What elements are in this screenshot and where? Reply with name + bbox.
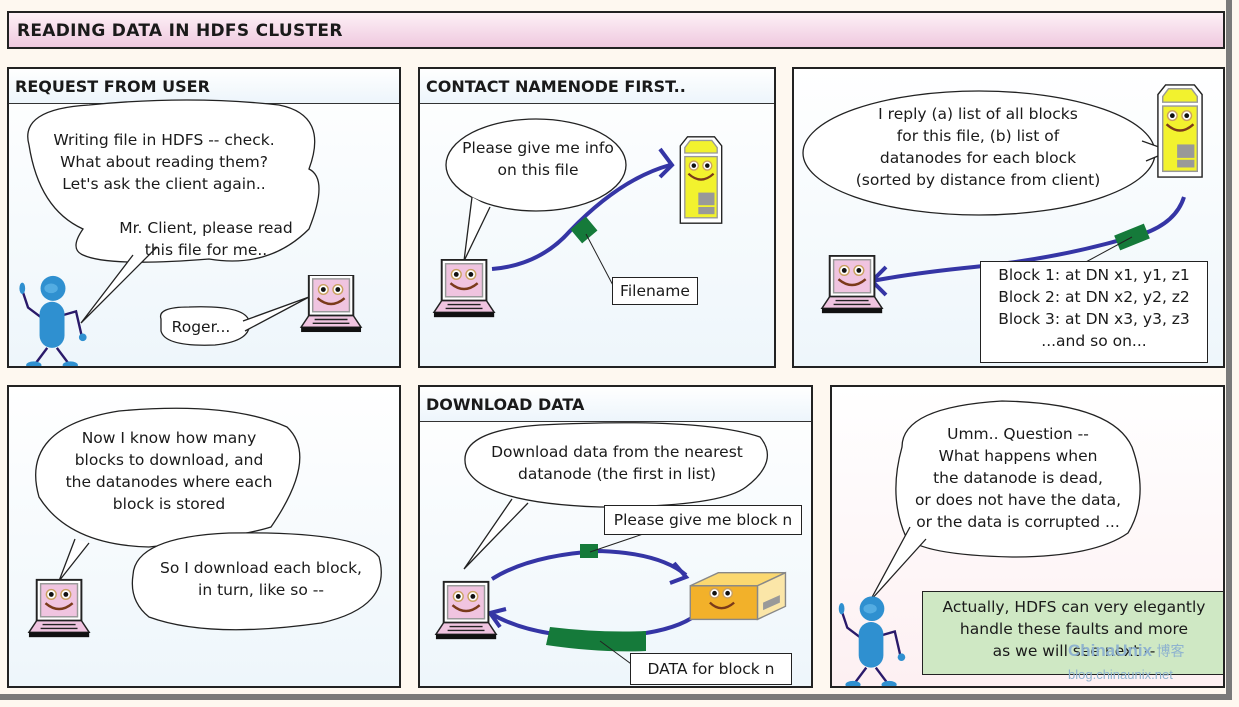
data-packet — [546, 627, 646, 652]
arrow-head — [658, 147, 675, 179]
panel-heading: CONTACT NAMENODE FIRST.. — [420, 69, 774, 104]
watermark-url: blog.chinaunix.net — [1068, 667, 1173, 682]
request-arrow — [491, 163, 671, 271]
panel-question: Umm.. Question -- What happens when the … — [830, 385, 1225, 688]
panel-download-data: DOWNLOAD DATA Download data from the nea… — [418, 385, 813, 688]
request-arrow — [490, 548, 688, 581]
bubble-text: So I download each block, in turn, like … — [160, 559, 362, 599]
namenode-server-icon — [1156, 83, 1204, 179]
filename-packet — [570, 216, 598, 244]
reply-arrow — [871, 196, 1186, 283]
bubble-text: Writing file in HDFS -- check. What abou… — [53, 131, 275, 193]
client-laptop-icon — [820, 255, 884, 315]
panel-6-art — [837, 400, 1141, 686]
answer-note: Actually, HDFS can very elegantly handle… — [922, 591, 1223, 675]
panel-heading: REQUEST FROM USER — [9, 69, 399, 104]
speech-bubble — [464, 422, 768, 508]
bubble-tail — [58, 538, 90, 582]
panel-contact-namenode: CONTACT NAMENODE FIRST.. Please give me … — [418, 67, 776, 368]
bubble-text: Now I know how many blocks to download, … — [65, 429, 273, 513]
bubble-text: I reply (a) list of all blocks for this … — [855, 105, 1101, 189]
panel-request-from-user: REQUEST FROM USER Writing file in HDFS -… — [7, 67, 401, 368]
datanode-server-icon — [689, 571, 787, 621]
speech-bubble — [131, 532, 382, 631]
panel-1-art — [18, 99, 363, 366]
bubble-text: Umm.. Question -- What happens when the … — [914, 425, 1122, 531]
client-laptop-icon — [434, 580, 498, 641]
arrow-head — [669, 561, 690, 585]
request-packet — [580, 544, 598, 558]
bubble-tail — [242, 296, 310, 332]
client-laptop-icon — [27, 578, 91, 639]
bubble-text: Please give me info on this file — [462, 139, 614, 179]
title-bar: READING DATA IN HDFS CLUSTER — [7, 11, 1225, 49]
page-title: READING DATA IN HDFS CLUSTER — [17, 21, 343, 41]
panel-4-art — [434, 422, 787, 670]
bubble-text: Download data from the nearest datanode … — [491, 443, 743, 483]
bubble-tail — [463, 196, 491, 262]
block-list-label: Block 1: at DN x1, y1, z1 Block 2: at DN… — [980, 261, 1208, 363]
bubble-tail — [463, 498, 529, 570]
data-label: DATA for block n — [630, 653, 792, 685]
request-label: Please give me block n — [604, 505, 802, 535]
bubble-text: Mr. Client, please read this file for me… — [119, 219, 293, 259]
bubble-text: Roger... — [171, 318, 231, 336]
watermark: ChinaUnix 博客 — [1068, 641, 1185, 660]
panel-2-art — [432, 118, 723, 319]
speech-bubble — [27, 99, 320, 263]
panel-3-art — [802, 83, 1204, 315]
speech-bubble — [35, 407, 301, 548]
namenode-server-icon — [679, 135, 723, 225]
panel-4-art — [27, 407, 382, 639]
panel-heading: DOWNLOAD DATA — [420, 387, 811, 422]
filename-label: Filename — [612, 277, 698, 305]
bubble-tail — [80, 246, 158, 324]
client-laptop-icon — [299, 275, 363, 333]
client-laptop-icon — [432, 259, 496, 319]
arrow-head — [486, 607, 507, 629]
panel-download-plan: Now I know how many blocks to download, … — [7, 385, 401, 688]
bubble-tail — [869, 526, 927, 602]
user-figure-icon — [18, 274, 88, 366]
speech-bubble — [445, 118, 627, 212]
panel-namenode-reply: I reply (a) list of all blocks for this … — [792, 67, 1225, 368]
user-figure-icon — [837, 595, 907, 686]
